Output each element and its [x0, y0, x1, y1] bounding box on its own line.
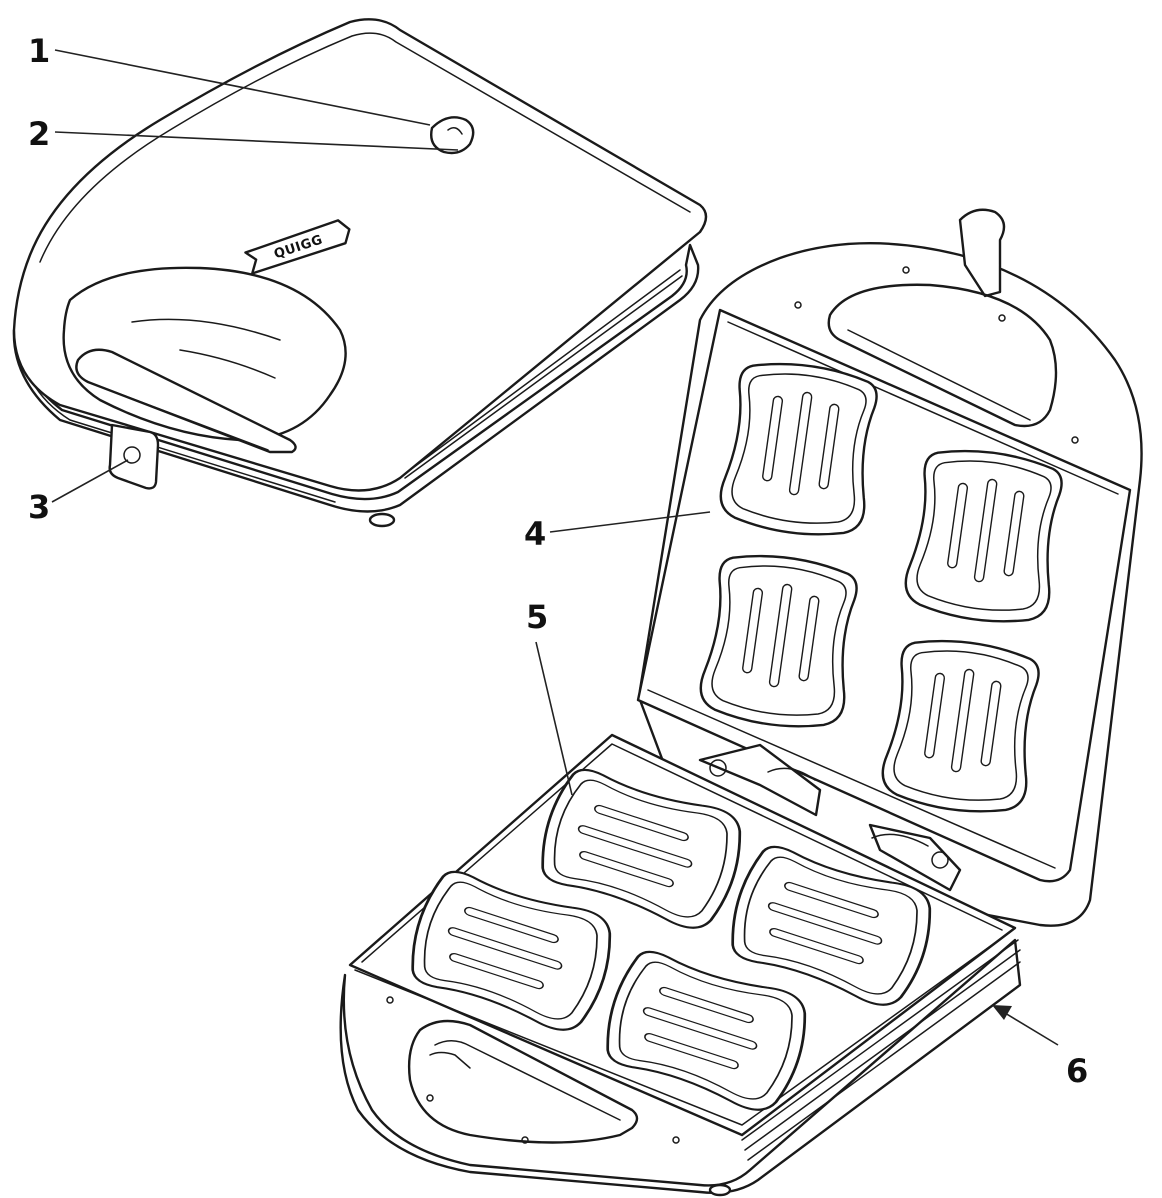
callout-6-leader [999, 1009, 1059, 1046]
callout-6-arrowhead [992, 1005, 1012, 1020]
open-sandwich-maker [339, 208, 1143, 1197]
open-base-handle [407, 1019, 639, 1144]
closed-sandwich-maker: QUIGG [12, 18, 708, 528]
closed-latch [108, 423, 160, 490]
callout-5: 5 [526, 598, 573, 796]
callout-2: 2 [28, 115, 459, 153]
open-foot [708, 1183, 732, 1197]
upper-cavity [877, 632, 1047, 821]
callout-2-leader [54, 131, 459, 151]
hinge [698, 743, 962, 892]
open-base-shell [339, 938, 1022, 1194]
closed-base [12, 243, 700, 513]
lid-top-clip [958, 208, 1006, 298]
callout-6: 6 [992, 1005, 1088, 1090]
callout-3-leader [51, 459, 129, 503]
callout-4: 4 [524, 511, 711, 553]
closed-foot [368, 512, 396, 528]
power-indicator-light [123, 446, 141, 464]
closed-lid-front-window [62, 266, 347, 442]
upper-cavity [900, 442, 1070, 631]
callout-1: 1 [28, 32, 431, 126]
upper-cavity [715, 355, 885, 544]
callout-3-number: 3 [28, 488, 50, 526]
closed-handle [75, 348, 297, 454]
callout-2-number: 2 [28, 115, 50, 153]
open-lid-handle [827, 283, 1058, 428]
callout-1-number: 1 [28, 32, 50, 70]
callout-3: 3 [28, 459, 129, 526]
callout-5-leader [535, 641, 573, 796]
callout-6-number: 6 [1066, 1052, 1088, 1090]
callout-1-leader [54, 49, 431, 126]
callout-5-number: 5 [526, 598, 548, 636]
ready-indicator-light [430, 116, 475, 155]
closed-lid [12, 18, 708, 492]
callout-4-number: 4 [524, 515, 546, 553]
upper-cavity [695, 547, 865, 736]
callout-4-leader [549, 511, 711, 533]
